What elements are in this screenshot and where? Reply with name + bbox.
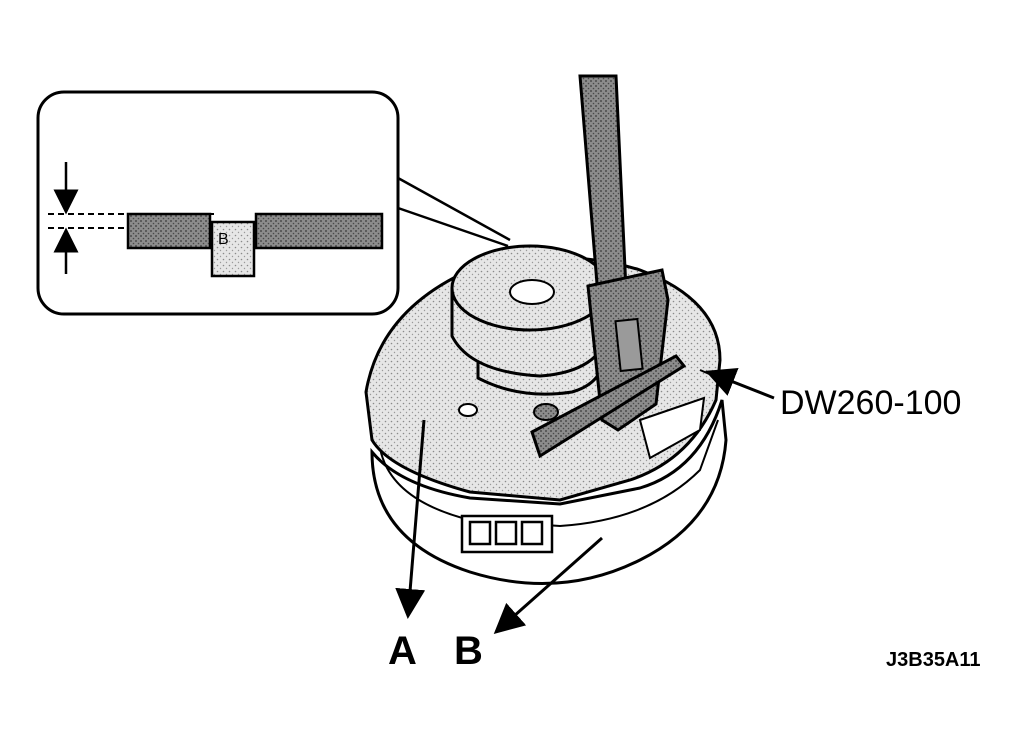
hub-center-hole (509, 279, 555, 305)
callout-arrow-tool (705, 367, 775, 400)
inset-label-b: B (218, 231, 229, 248)
inset-block-b (210, 220, 256, 278)
lower-housing-b-rim (379, 419, 719, 528)
inset-detail: B (36, 90, 511, 316)
part-a-label: A (388, 629, 417, 673)
screw-head (533, 403, 559, 421)
figure-code: J3B35A11 (886, 649, 981, 671)
callout-arrow-b (493, 536, 603, 634)
gauge-foot (530, 354, 687, 459)
depth-gauge-tool (530, 74, 715, 459)
callout-arrow-a (395, 419, 426, 619)
part-b-label: B (454, 629, 483, 673)
inset-surface-a-left (126, 212, 212, 250)
gauge-window (614, 317, 644, 373)
lower-housing-b (370, 399, 728, 586)
part-assembly (364, 244, 728, 586)
tool-label: DW260-100 (780, 384, 961, 422)
inset-leader-bottom (397, 206, 509, 248)
inset-frame (36, 90, 400, 316)
inset-leader-top (397, 176, 511, 242)
inset-surface-a-right (254, 212, 384, 250)
connector-slots (460, 514, 554, 554)
flat-notch (638, 396, 706, 460)
mounting-hole (458, 403, 478, 417)
